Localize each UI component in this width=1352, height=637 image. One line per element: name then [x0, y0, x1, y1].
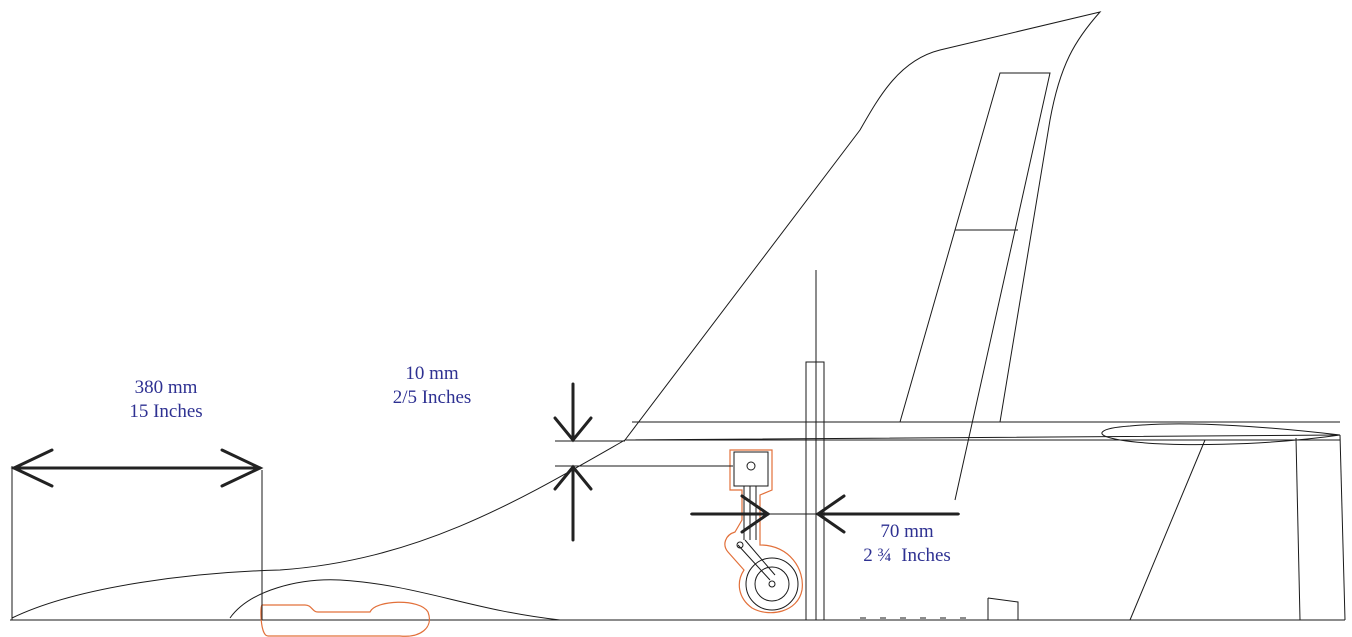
- gear-mount-block: [733, 451, 769, 487]
- gear-wheel-outer: [745, 557, 799, 611]
- tail-end-cap: [1339, 434, 1346, 621]
- dim-label-offset-imperial: 2/5 Inches: [392, 387, 472, 408]
- dim-label-nose-metric: 380 mm: [134, 377, 198, 398]
- internal-tank-outline: [260, 601, 430, 637]
- horizontal-stabilizer-airfoil: [1101, 423, 1341, 446]
- gear-mount-pivot: [746, 461, 756, 471]
- dim-label-nose: 380 mm 15 Inches: [100, 376, 232, 424]
- gear-trailing-arm: [737, 539, 776, 581]
- tail-end-line: [1295, 437, 1301, 621]
- gear-wheel-mid: [754, 566, 790, 602]
- rudder-outline: [899, 72, 1051, 501]
- ventral-detail: [987, 597, 1019, 620]
- wing-root-fairing: [229, 579, 561, 621]
- dim-label-gear-imperial: 2 ¾ Inches: [863, 545, 951, 566]
- dim-nose-arrow-left-head: [10, 448, 54, 488]
- dim-label-nose-imperial: 15 Inches: [129, 401, 203, 422]
- gear-wheel-hub: [768, 580, 776, 588]
- dim-label-offset-metric: 10 mm: [405, 363, 459, 384]
- vertical-tail-fin: [624, 11, 1102, 441]
- dim-label-offset: 10 mm 2/5 Inches: [362, 362, 502, 410]
- landing-gear-highlight: [724, 449, 803, 614]
- dim-offset-upper-head: [553, 416, 593, 443]
- dim-offset-lower-head: [553, 464, 593, 491]
- gear-arm-pivot: [736, 541, 744, 549]
- dim-label-gear-metric: 70 mm: [880, 521, 934, 542]
- fuselage-top-contour: [11, 434, 1341, 619]
- dim-gear-right-head: [815, 494, 846, 534]
- dim-gear-left-head: [740, 494, 771, 534]
- dim-nose-arrow-right-head: [220, 448, 264, 488]
- aft-fuselage-line: [1129, 439, 1206, 621]
- dim-label-gear: 70 mm 2 ¾ Inches: [832, 520, 982, 568]
- reference-post: [805, 361, 825, 621]
